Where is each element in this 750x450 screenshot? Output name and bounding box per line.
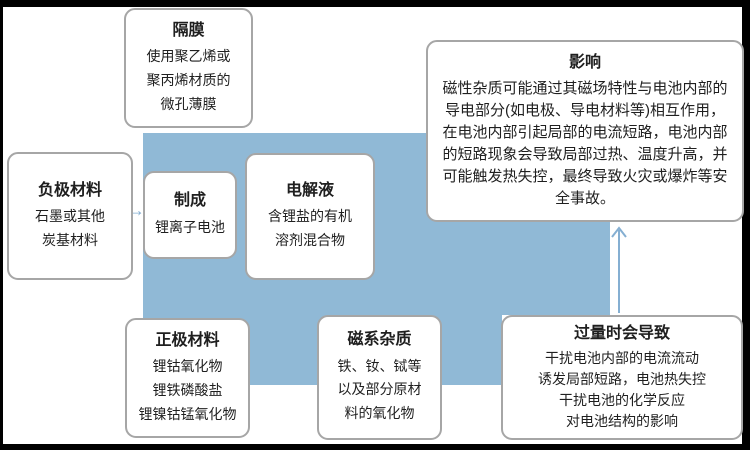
node-magnetic-impurities-body: 铁、钕、铽等 以及部分原材 料的氧化物 — [337, 357, 422, 422]
node-made-into-body: 锂离子电池 — [155, 218, 225, 235]
node-cathode-title: 正极材料 — [155, 331, 220, 349]
up-arrow-icon — [608, 224, 630, 316]
frame-right — [742, 0, 750, 450]
node-cathode-body: 锂钴氧化物 锂铁磷酸盐 锂镍钴锰氧化物 — [138, 358, 237, 422]
node-excess-leads-to-body: 干扰电池内部的电流流动 诱发局部短路，电池热失控 干扰电池的化学反应 对电池结构… — [538, 350, 706, 430]
node-made-into: 制成 锂离子电池 — [143, 171, 237, 259]
node-cathode-material: 正极材料 锂钴氧化物 锂铁磷酸盐 锂镍钴锰氧化物 — [125, 318, 250, 438]
node-impact-body: 磁性杂质可能通过其磁场特性与电池内部的导电部分(如电极、导电材料等)相互作用，在… — [442, 79, 728, 207]
node-electrolyte-title: 电解液 — [285, 182, 334, 199]
node-separator-title: 隔膜 — [172, 21, 205, 39]
node-separator: 隔膜 使用聚乙烯或 聚丙烯材质的 微孔薄膜 — [124, 8, 253, 128]
node-electrolyte-body: 含锂盐的有机 溶剂混合物 — [268, 208, 352, 249]
frame-bottom — [0, 444, 750, 450]
node-anode-material: 负极材料 石墨或其他 炭基材料 — [7, 152, 133, 280]
node-anode-body: 石墨或其他 炭基材料 — [35, 207, 105, 248]
frame-left — [0, 0, 3, 450]
node-electrolyte: 电解液 含锂盐的有机 溶剂混合物 — [245, 153, 375, 280]
node-excess-leads-to-title: 过量时会导致 — [573, 324, 670, 342]
node-made-into-title: 制成 — [173, 192, 206, 210]
node-impact-title: 影响 — [568, 54, 601, 72]
node-magnetic-impurities-title: 磁系杂质 — [347, 331, 412, 349]
node-magnetic-impurities: 磁系杂质 铁、钕、铽等 以及部分原材 料的氧化物 — [317, 315, 442, 440]
frame-top — [0, 0, 750, 7]
node-impact: 影响 磁性杂质可能通过其磁场特性与电池内部的导电部分(如电极、导电材料等)相互作… — [426, 40, 744, 222]
node-excess-leads-to: 过量时会导致 干扰电池内部的电流流动 诱发局部短路，电池热失控 干扰电池的化学反… — [501, 315, 743, 440]
node-separator-body: 使用聚乙烯或 聚丙烯材质的 微孔薄膜 — [146, 48, 231, 112]
node-anode-title: 负极材料 — [37, 181, 102, 199]
